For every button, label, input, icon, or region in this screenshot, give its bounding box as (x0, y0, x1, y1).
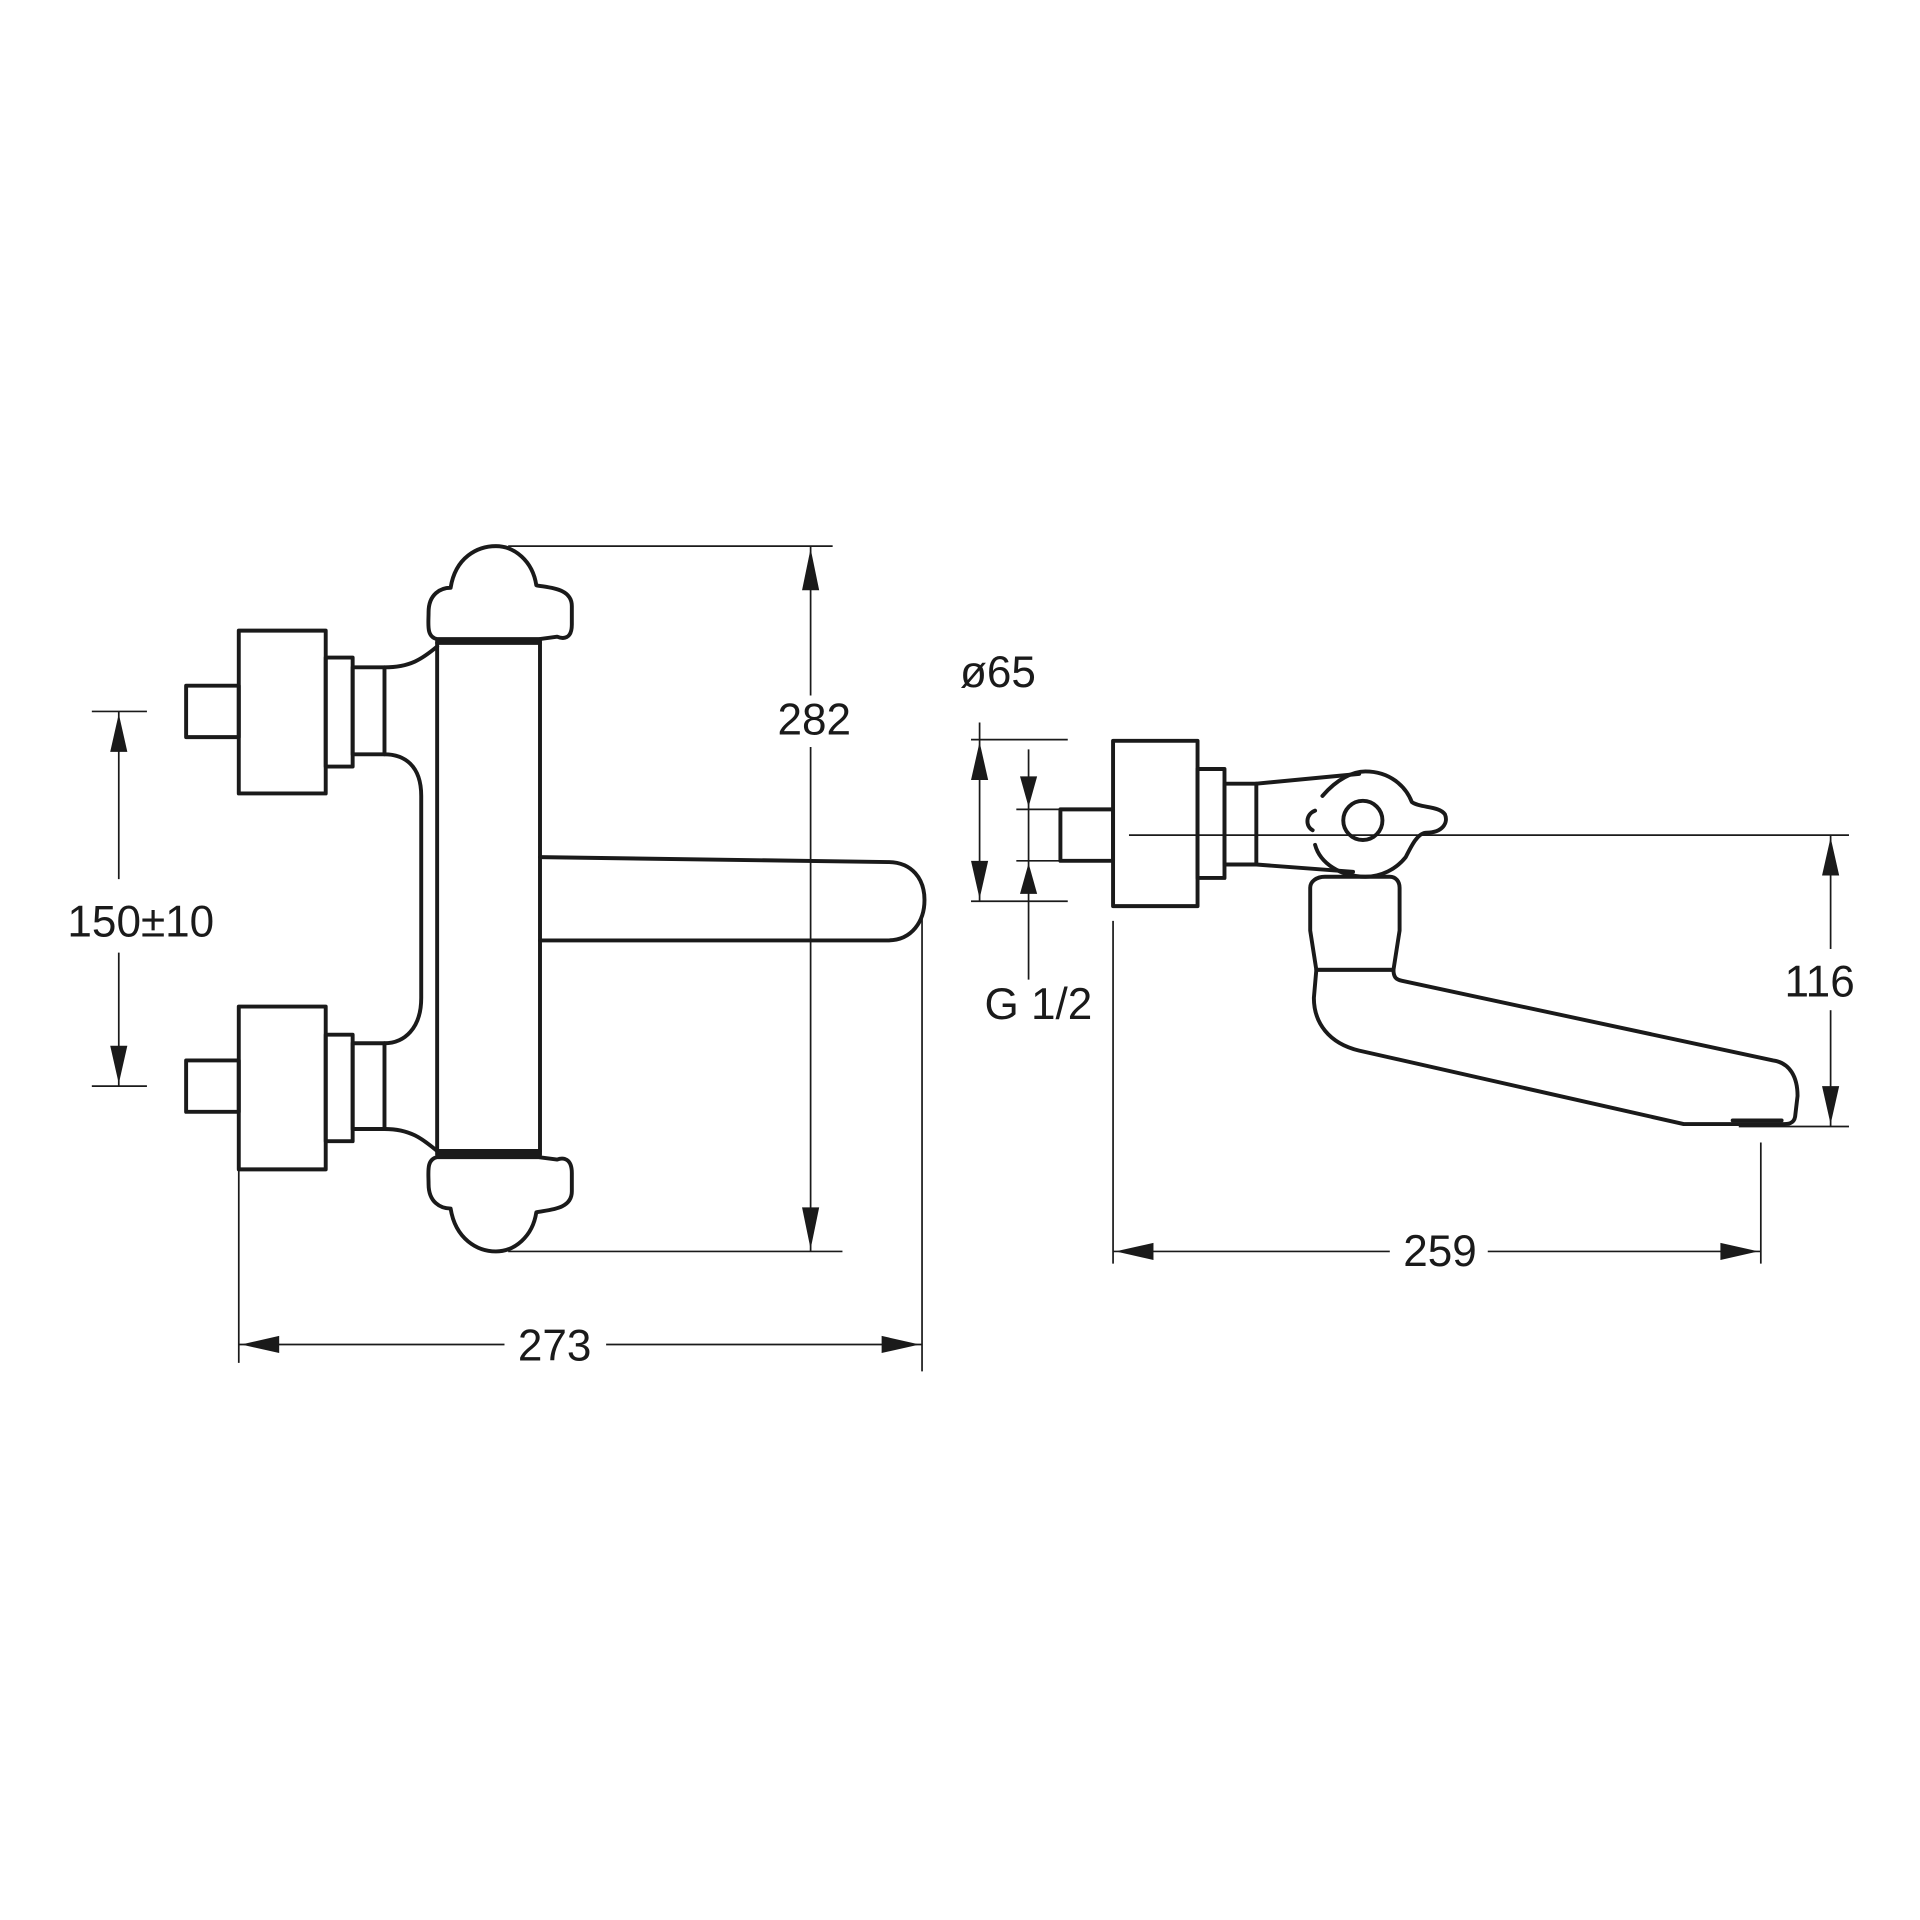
handle-screw (1341, 798, 1385, 842)
spout (538, 855, 927, 943)
top-cap (426, 544, 574, 642)
front-view: 282 150±10 273 (67, 544, 927, 1372)
side-spout (1311, 967, 1800, 1127)
height-dimension: 282 (778, 696, 852, 745)
mixer-body (435, 637, 542, 1157)
diameter-dimension: ø65 (960, 648, 1036, 697)
valve-body (1308, 874, 1402, 972)
side-view: ø65 G 1/2 116 259 (960, 648, 1855, 1276)
inlet-spacing-dimension: 150±10 (67, 898, 214, 947)
lower-inlet (184, 1004, 440, 1172)
upper-inlet (184, 628, 440, 1046)
spout-height-dimension: 116 (1784, 958, 1854, 1007)
projection-dimension: 259 (1403, 1227, 1477, 1276)
bottom-cap (426, 1155, 574, 1254)
thread-dimension: G 1/2 (984, 980, 1092, 1029)
width-dimension: 273 (518, 1321, 592, 1370)
